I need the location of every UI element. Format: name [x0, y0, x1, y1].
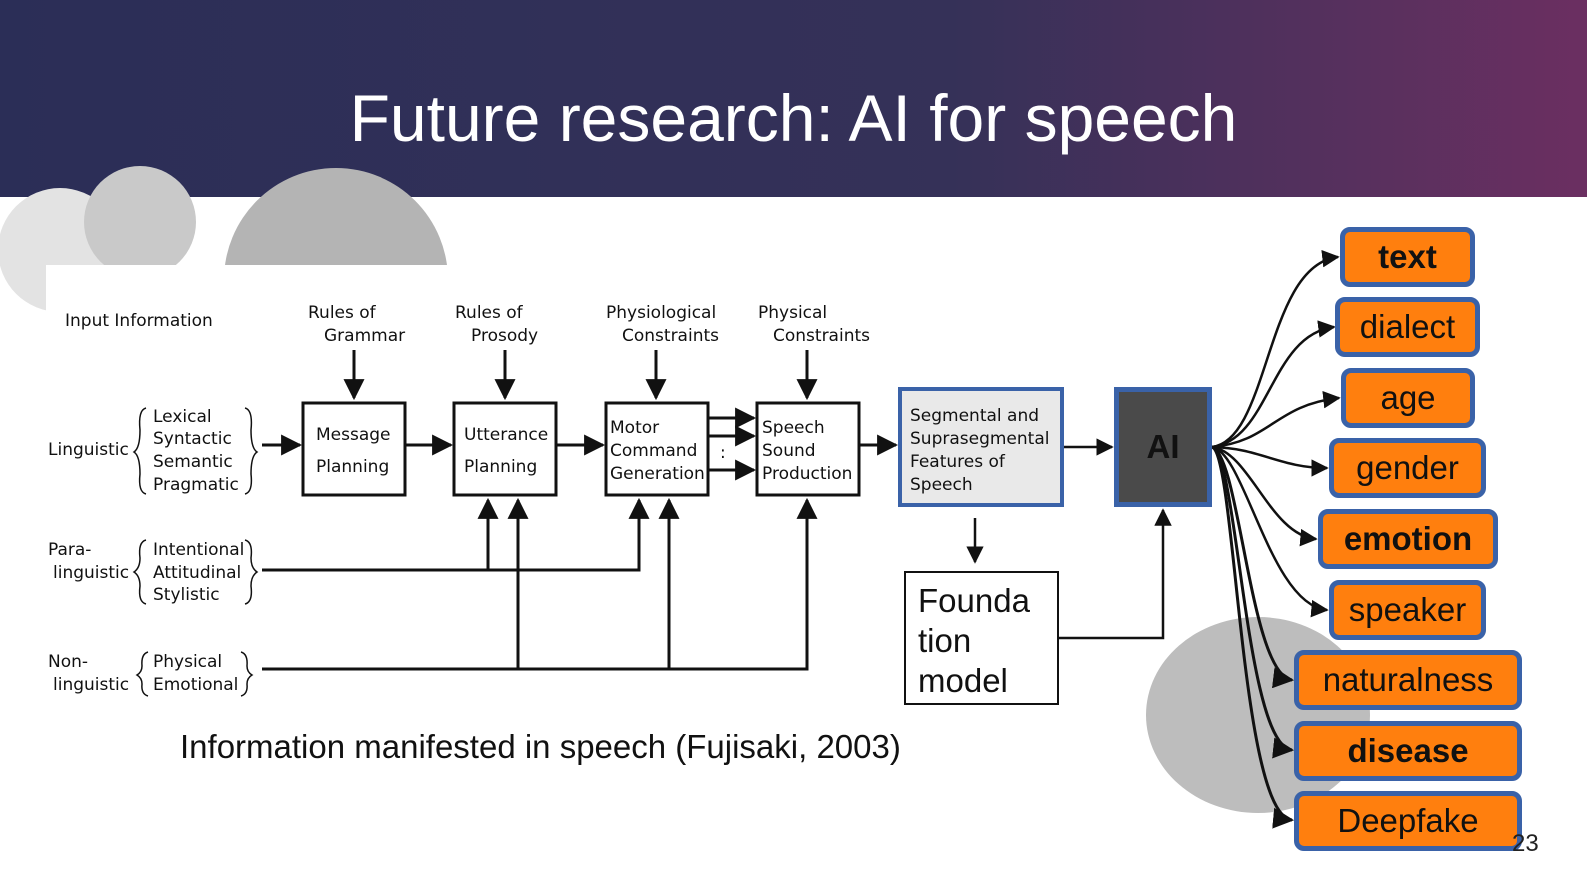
output-speaker: speaker [1329, 580, 1486, 640]
page-number: 23 [1512, 830, 1539, 857]
figure-caption: Information manifested in speech (Fujisa… [180, 728, 901, 765]
speech-sound-text: Speech [762, 418, 825, 438]
slide-title: Future research: AI for speech [349, 81, 1238, 155]
para-label-1: Para- [48, 540, 91, 560]
linguistic-item: Pragmatic [153, 475, 239, 495]
para-label-2: linguistic [53, 563, 129, 583]
utterance-planning-text: Utterance [464, 425, 548, 445]
output-age: age [1341, 368, 1475, 428]
input-information-label: Input Information [65, 311, 213, 331]
message-planning-text: Message [316, 425, 391, 445]
message-planning-text: Planning [316, 457, 389, 477]
foundation-model-box: Founda tion model [904, 571, 1059, 705]
message-planning-box [301, 401, 407, 497]
rules-prosody-1: Rules of [455, 303, 524, 323]
non-label-1: Non- [48, 652, 88, 672]
output-gender: gender [1329, 438, 1486, 498]
decor-circle-mid [84, 166, 196, 278]
linguistic-item: Syntactic [153, 429, 232, 449]
motor-command-box [604, 401, 710, 497]
segmental-features-box: Segmental and Suprasegmental Features of… [898, 387, 1064, 507]
output-emotion: emotion [1318, 509, 1498, 569]
motor-command-text: Motor [610, 418, 659, 438]
linguistic-label: Linguistic [48, 440, 129, 460]
output-disease: disease [1294, 721, 1522, 781]
non-item: Physical [153, 652, 222, 672]
linguistic-item: Lexical [153, 407, 212, 427]
physical-1: Physical [758, 303, 827, 323]
physiological-1: Physiological [606, 303, 716, 323]
linguistic-item: Semantic [153, 452, 233, 472]
motor-command-text: Generation [610, 464, 705, 484]
non-item: Emotional [153, 675, 238, 695]
speech-sound-text: Sound [762, 441, 816, 461]
rules-grammar-2: Grammar [324, 326, 405, 346]
motor-command-text: Command [610, 441, 697, 461]
svg-text::: : [720, 443, 726, 463]
output-deepfake: Deepfake [1294, 791, 1522, 851]
physiological-2: Constraints [622, 326, 719, 346]
para-item: Intentional [153, 540, 244, 560]
para-item: Attitudinal [153, 563, 241, 583]
output-naturalness: naturalness [1294, 650, 1522, 710]
utterance-planning-text: Planning [464, 457, 537, 477]
para-item: Stylistic [153, 585, 220, 605]
physical-2: Constraints [773, 326, 870, 346]
rules-prosody-2: Prosody [471, 326, 538, 346]
utterance-planning-box [452, 401, 558, 497]
output-text: text [1340, 227, 1475, 287]
figure-background [46, 265, 892, 735]
speech-sound-text: Production [762, 464, 852, 484]
output-dialect: dialect [1335, 297, 1480, 357]
rules-grammar-1: Rules of [308, 303, 377, 323]
slide-header [0, 0, 1587, 197]
speech-sound-box [755, 401, 861, 497]
ai-box: AI [1114, 387, 1212, 507]
non-label-2: linguistic [53, 675, 129, 695]
decor-circle-bottom [1146, 617, 1370, 813]
